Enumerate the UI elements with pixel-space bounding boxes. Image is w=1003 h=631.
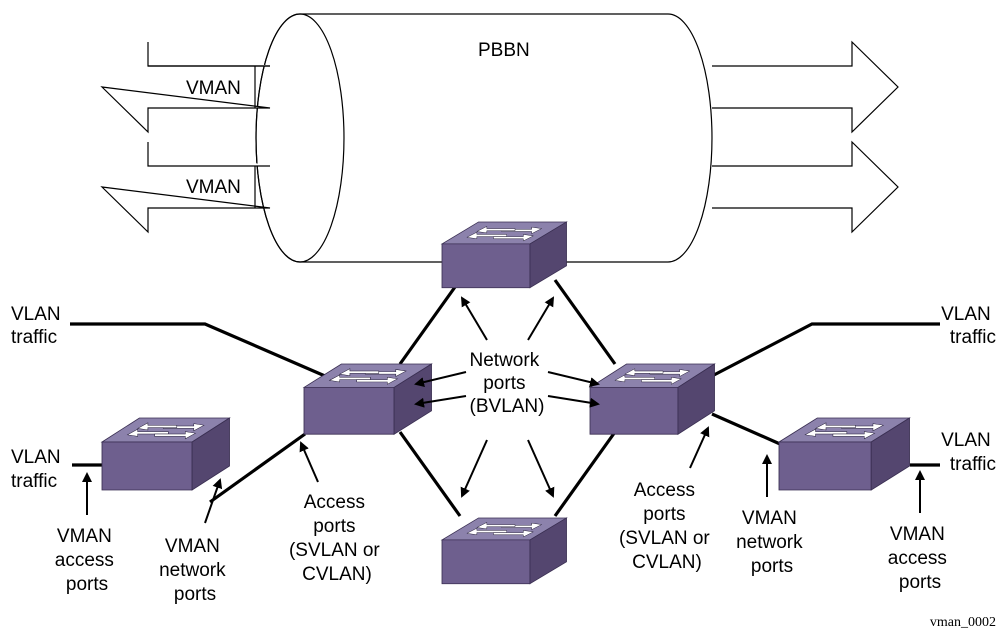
right-vman-access-ports: VMAN access ports (888, 524, 952, 593)
cloud-label: PBBN (478, 40, 530, 61)
left-vlan-traffic-top: VLAN traffic (11, 304, 66, 348)
vman-tunnel-right-2 (712, 140, 899, 234)
right-vlan-traffic-bottom: VLAN traffic (941, 430, 996, 475)
access-links (70, 322, 940, 504)
network-ports-label: Network ports (BVLAN) (470, 350, 545, 417)
network-links (398, 279, 617, 517)
left-vman-network-ports: VMAN network ports (159, 536, 231, 605)
switch-right (589, 363, 715, 435)
switch-bottom (441, 517, 567, 585)
left-access-ports-arrow (299, 441, 319, 483)
left-network-arrow (204, 478, 223, 524)
right-access-ports: Access ports (SVLAN or CVLAN) (619, 480, 715, 573)
right-vlan-traffic-top: VLAN traffic (941, 304, 996, 348)
right-access-ports-arrow (689, 426, 710, 469)
left-vlan-traffic-bottom: VLAN traffic (11, 447, 66, 492)
network-port-arrows (414, 296, 600, 498)
vman-label-2: VMAN (186, 177, 241, 198)
pbbn-cylinder (255, 13, 713, 263)
switch-far-left (101, 417, 230, 491)
vman-label-1: VMAN (186, 78, 241, 99)
vman-tunnel-left-1 (100, 42, 271, 134)
figure-id: vman_0002 (930, 615, 996, 630)
switch-far-right (778, 417, 910, 491)
left-vman-access-ports: VMAN access ports (55, 526, 119, 595)
vman-tunnel-right-1 (712, 40, 899, 134)
left-access-ports: Access ports (SVLAN or CVLAN) (289, 492, 385, 585)
right-vman-network-ports: VMAN network ports (736, 508, 808, 577)
vman-tunnel-left-2 (100, 142, 271, 234)
